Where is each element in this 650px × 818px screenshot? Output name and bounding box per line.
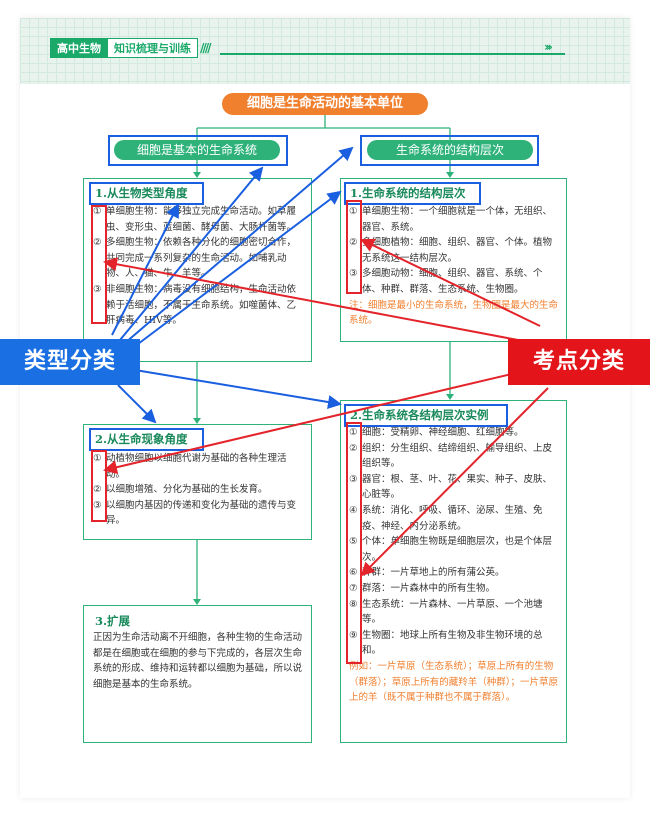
right-section-2-title: 2.生命系统各结构层次实例 bbox=[350, 408, 489, 422]
header-tag: 高中生物 知识梳理与训练 //// bbox=[50, 38, 211, 58]
right-section-1-title-highlight bbox=[344, 182, 481, 205]
header-rule bbox=[220, 53, 565, 55]
right-section-1-title: 1.生命系统的结构层次 bbox=[350, 186, 466, 200]
point-classification-callout: 考点分类 bbox=[508, 339, 650, 385]
left-section-2-number-highlight bbox=[91, 450, 107, 522]
right-section-2-box bbox=[340, 400, 567, 743]
right-section-2-title-highlight bbox=[344, 404, 508, 427]
left-branch-highlight bbox=[108, 135, 288, 166]
right-section-2-note: 例如：一片草原（生态系统）；草原上所有的生物（群落）；草原上所有的藏羚羊（种群）… bbox=[349, 660, 559, 704]
left-section-2-box bbox=[83, 424, 312, 540]
left-section-2-title-highlight bbox=[89, 428, 204, 451]
left-section-3-title: 3.扩展 bbox=[95, 614, 131, 628]
right-branch-highlight bbox=[360, 135, 539, 166]
right-branch-pill: 生命系统的结构层次 bbox=[367, 140, 533, 160]
left-section-1-title-highlight bbox=[89, 182, 204, 205]
left-section-1-title: 1.从生物类型角度 bbox=[95, 186, 188, 200]
section-tag: 知识梳理与训练 bbox=[108, 38, 198, 58]
type-classification-callout: 类型分类 bbox=[0, 339, 140, 385]
right-section-2-number-highlight bbox=[346, 422, 362, 664]
main-title: 细胞是生命活动的基本单位 bbox=[222, 93, 428, 115]
left-section-1-box bbox=[83, 178, 312, 362]
chevron-decoration-icon: ››› bbox=[544, 40, 553, 54]
right-section-1-box bbox=[340, 178, 567, 342]
left-section-3-box bbox=[83, 605, 312, 743]
subject-tag: 高中生物 bbox=[50, 38, 108, 58]
left-section-2-title: 2.从生命现象角度 bbox=[95, 432, 188, 446]
left-branch-pill: 细胞是基本的生命系统 bbox=[114, 140, 280, 160]
right-section-1-note: 注：细胞是最小的生命系统，生物圈是最大的生命系统。 bbox=[349, 299, 559, 327]
left-section-3-body: 正因为生命活动离不开细胞，各种生物的生命活动都是在细胞或在细胞的参与下完成的，各… bbox=[93, 632, 303, 690]
slash-decoration-icon: //// bbox=[200, 41, 211, 55]
